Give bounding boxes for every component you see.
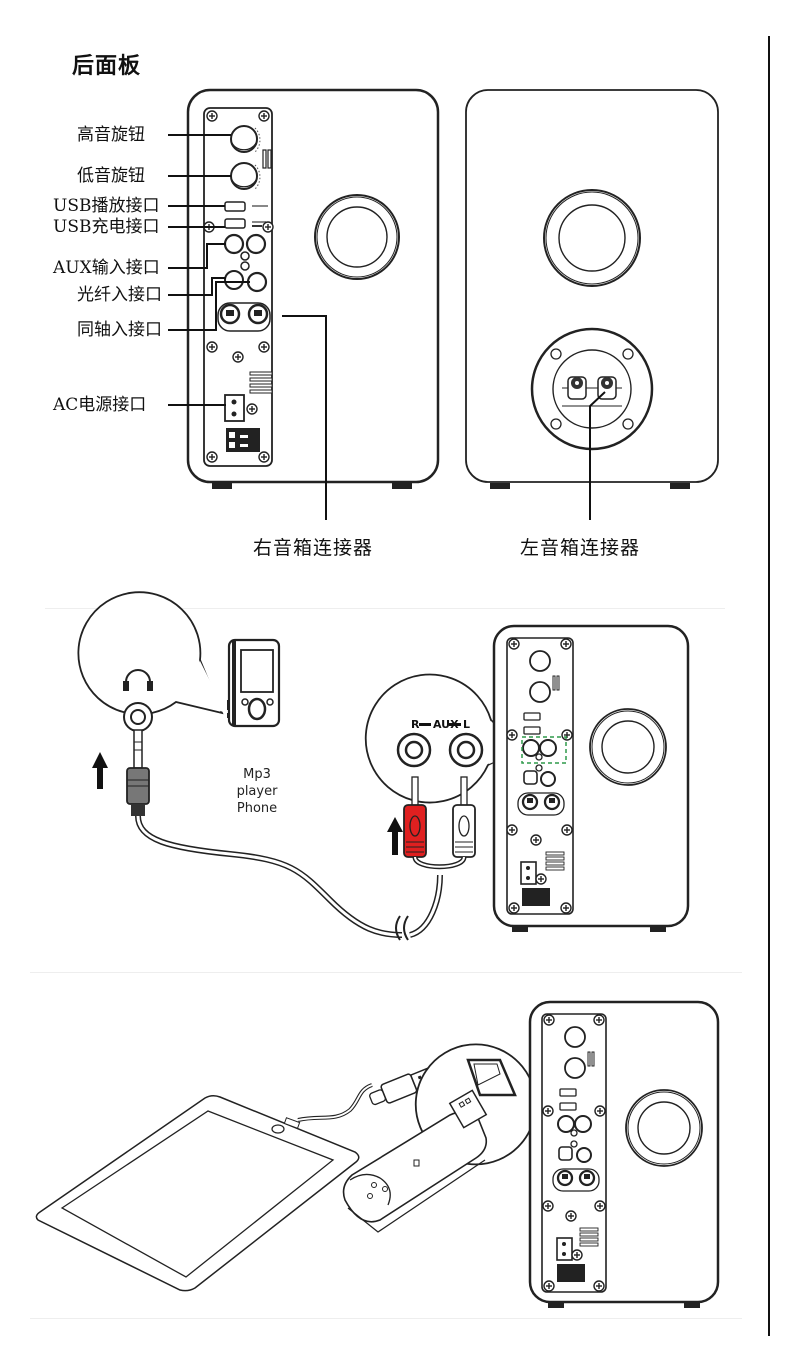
- callout-usb-playback: USB播放接口: [53, 196, 160, 216]
- right-speaker-connector-caption: 右音箱连接器: [253, 537, 374, 559]
- aux-port-highlight: [521, 736, 567, 764]
- device-label: Mp3 player Phone: [222, 766, 292, 817]
- callout-usb-charging: USB充电接口: [53, 217, 160, 237]
- aux-l-label: L: [463, 718, 471, 731]
- audio-jack-plug: [126, 729, 150, 816]
- callout-ac-power: AC电源接口: [53, 395, 147, 415]
- callout-treble-knob: 高音旋钮: [77, 125, 145, 145]
- headphone-jack-callout: [77, 591, 226, 732]
- screw-icon: [258, 110, 270, 122]
- aux-label: AUX: [433, 718, 459, 731]
- section-divider: [30, 1318, 742, 1319]
- device-label-mp3: Mp3 player: [236, 767, 278, 799]
- callout-optical-input: 光纤入接口: [77, 285, 162, 305]
- usb-flash-drive: [342, 1089, 488, 1233]
- mp3-player-device: [227, 638, 281, 728]
- callout-aux-input: AUX输入接口: [53, 258, 160, 278]
- device-label-phone: Phone: [236, 801, 278, 816]
- aux-jack-callout: [364, 673, 520, 804]
- usb-port-callout: [414, 1043, 560, 1166]
- callout-coaxial-input: 同轴入接口: [77, 320, 162, 340]
- section-divider: [45, 608, 725, 609]
- speaker-rear-usb: [528, 1000, 720, 1308]
- screw-icon: [206, 110, 218, 122]
- callout-leader-lines: [168, 134, 606, 520]
- headphone-icon: [123, 669, 153, 691]
- speaker-rear-aux: [492, 624, 690, 932]
- left-speaker-connector-caption: 左音箱连接器: [520, 537, 641, 559]
- section-divider: [30, 972, 742, 973]
- aux-r-label: R: [411, 718, 420, 731]
- arrow-up-icon: [92, 752, 108, 789]
- rear-panel-diagram: [168, 88, 719, 520]
- rca-plug-white: [452, 776, 476, 858]
- page-title: 后面板: [72, 54, 142, 79]
- callout-bass-knob: 低音旋钮: [77, 166, 145, 186]
- tablet-device: [35, 1094, 360, 1292]
- arrow-up-icon: [387, 817, 403, 855]
- rca-plug-red: [403, 776, 427, 858]
- left-speaker: [465, 89, 719, 489]
- right-speaker: [186, 88, 440, 489]
- usb-plug: [369, 1065, 439, 1106]
- page-margin-rule: [768, 36, 770, 1336]
